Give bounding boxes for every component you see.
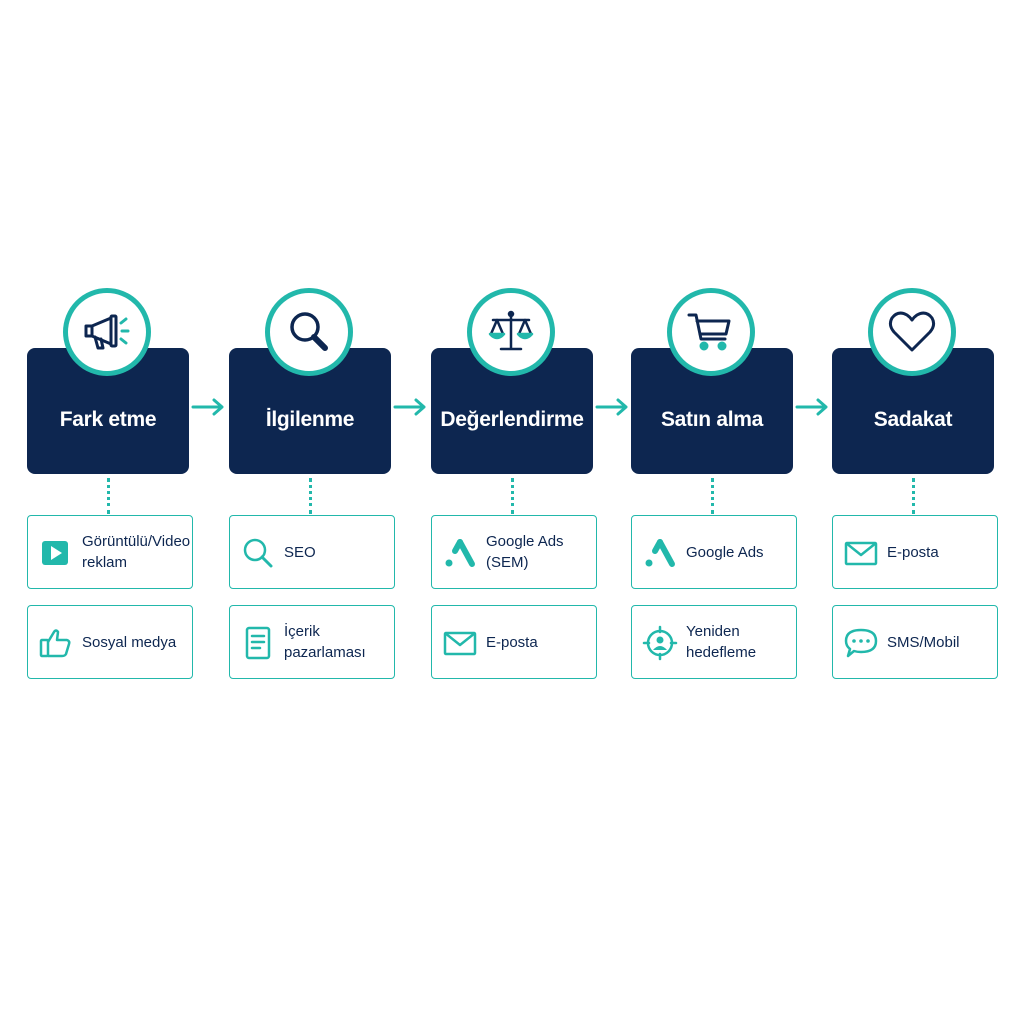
google-ads-icon xyxy=(445,539,475,567)
magnifier-icon xyxy=(265,288,353,376)
shopping-cart-icon xyxy=(667,288,755,376)
channel-card: E-posta xyxy=(832,515,998,589)
channel-label: Görüntülü/Video reklam xyxy=(82,533,191,571)
channel-card: Görüntülü/Video reklam xyxy=(27,515,193,589)
dotted-connector xyxy=(309,478,312,514)
dotted-connector xyxy=(912,478,915,514)
channel-label: İçerik pazarlaması xyxy=(284,623,366,661)
channel-card: E-posta xyxy=(431,605,597,679)
stage-title: Değerlendirme xyxy=(440,408,584,431)
dotted-connector xyxy=(511,478,514,514)
arrow-right-icon xyxy=(595,398,628,416)
chat-bubble-icon xyxy=(844,628,878,658)
scales-icon xyxy=(467,288,555,376)
channel-label: SEO xyxy=(284,543,316,561)
channel-card: SMS/Mobil xyxy=(832,605,998,679)
search-icon xyxy=(243,538,273,568)
megaphone-icon xyxy=(63,288,151,376)
channel-label: E-posta xyxy=(486,633,538,651)
video-play-icon xyxy=(42,541,68,565)
channel-label: Google Ads (SEM) xyxy=(486,533,564,571)
envelope-icon xyxy=(844,541,878,566)
target-user-icon xyxy=(642,625,678,661)
dotted-connector xyxy=(107,478,110,514)
document-icon xyxy=(245,626,271,660)
arrow-right-icon xyxy=(393,398,426,416)
envelope-icon xyxy=(443,631,477,656)
channel-card: İçerik pazarlaması xyxy=(229,605,395,679)
channel-card: Yeniden hedefleme xyxy=(631,605,797,679)
dotted-connector xyxy=(711,478,714,514)
stage-title: Sadakat xyxy=(873,408,953,431)
channel-card: Sosyal medya xyxy=(27,605,193,679)
channel-label: Google Ads xyxy=(686,543,764,561)
arrow-right-icon xyxy=(191,398,224,416)
channel-label: SMS/Mobil xyxy=(887,633,960,651)
stage-title: Fark etme xyxy=(59,408,157,431)
thumbs-up-icon xyxy=(39,629,71,658)
channel-card: Google Ads xyxy=(631,515,797,589)
stage-title: İlgilenme xyxy=(265,408,355,431)
channel-label: Yeniden hedefleme xyxy=(686,623,757,661)
channel-label: E-posta xyxy=(887,543,939,561)
google-ads-icon xyxy=(645,539,675,567)
stage-title: Satın alma xyxy=(660,408,764,431)
channel-card: Google Ads (SEM) xyxy=(431,515,597,589)
arrow-right-icon xyxy=(795,398,828,416)
channel-label: Sosyal medya xyxy=(82,633,177,651)
channel-card: SEO xyxy=(229,515,395,589)
heart-icon xyxy=(868,288,956,376)
